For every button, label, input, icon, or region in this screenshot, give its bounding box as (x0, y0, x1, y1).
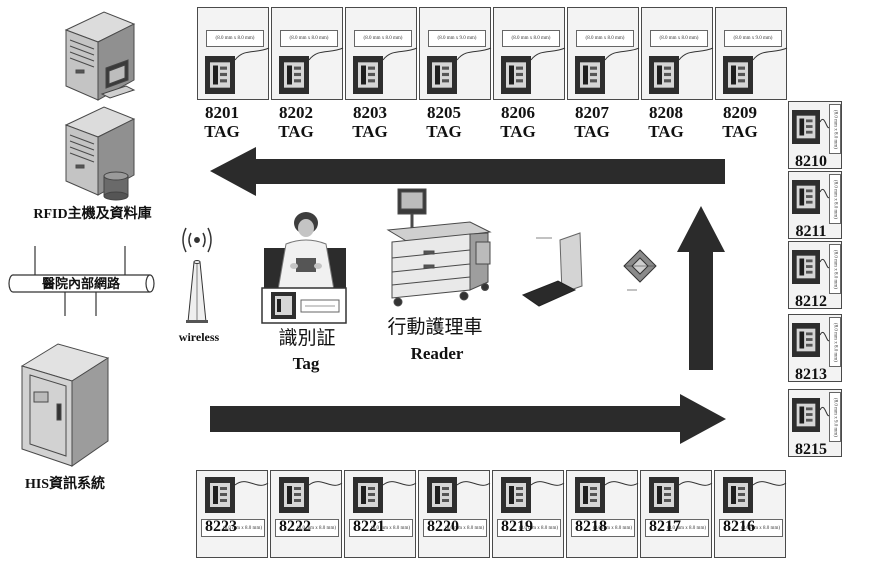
tag-label: TAG (198, 123, 246, 141)
room-number: 8220 (420, 518, 466, 536)
rfid-tag-icon (575, 477, 605, 513)
room-number: 8201 (198, 104, 246, 122)
room-number: 8209 (716, 104, 764, 122)
room-box: (8.0 mm x 8.0 mm) (714, 470, 786, 558)
rfid-tag-icon (575, 56, 605, 94)
room-number: 8223 (198, 518, 244, 536)
room-number: 8221 (346, 518, 392, 536)
tag-size-label: (8.0 mm x 8.0 mm) (829, 104, 841, 154)
room-number: 8208 (642, 104, 690, 122)
room-box: (8.0 mm x 9.0 mm) (715, 7, 787, 100)
tag-size-label: (8.0 mm x 8.0 mm) (206, 30, 264, 47)
rfid-tag-icon (792, 180, 820, 214)
rfid-tag-icon (205, 56, 235, 94)
tag-size-label: (8.0 mm x 8.0 mm) (280, 30, 338, 47)
room-number: 8213 (789, 366, 833, 384)
tag-size-label: (8.0 mm x 9.0 mm) (829, 392, 841, 442)
tag-label: TAG (494, 123, 542, 141)
rfid-tag-icon (279, 477, 309, 513)
room-box: (8.0 mm x 8.0 mm) (640, 470, 712, 558)
room-number: 8210 (789, 153, 833, 171)
arrow-up-icon (677, 206, 725, 370)
rfid-tag-icon (792, 250, 820, 284)
tag-chip-icon (624, 250, 656, 290)
tag-label: TAG (568, 123, 616, 141)
room-number: 8203 (346, 104, 394, 122)
his-label: HIS資訊系統 (8, 476, 122, 494)
rfid-tag-icon (792, 110, 820, 144)
rfid-tag-icon (723, 477, 753, 513)
rfid-tag-icon (427, 477, 457, 513)
room-box: (8.0 mm x 9.0 mm) (419, 7, 491, 100)
rfid-tag-icon (427, 56, 457, 94)
room-box: (8.0 mm x 8.0 mm) (345, 7, 417, 100)
room-number: 8202 (272, 104, 320, 122)
cart-label: 行動護理車 (368, 317, 502, 339)
badge-sublabel: Tag (276, 354, 336, 374)
tag-size-label: (8.0 mm x 8.0 mm) (829, 317, 841, 367)
cart-sublabel: Reader (398, 344, 476, 364)
room-number: 8206 (494, 104, 542, 122)
room-number: 8218 (568, 518, 614, 536)
room-number: 8205 (420, 104, 468, 122)
tag-label: TAG (420, 123, 468, 141)
room-number: 8222 (272, 518, 318, 536)
rfid-tag-icon (501, 56, 531, 94)
tag-label: TAG (272, 123, 320, 141)
room-number: 8207 (568, 104, 616, 122)
database-icon (104, 172, 128, 200)
room-box: (8.0 mm x 8.0 mm) (567, 7, 639, 100)
tag-label: TAG (642, 123, 690, 141)
room-number: 8216 (716, 518, 762, 536)
room-box: (8.0 mm x 8.0 mm) (196, 470, 268, 558)
id-badge-icon (262, 288, 346, 323)
rfid-tag-icon (353, 56, 383, 94)
tag-size-label: (8.0 mm x 8.0 mm) (650, 30, 708, 47)
server-label: RFID主機及資料庫 (20, 206, 165, 224)
rfid-tag-icon (792, 323, 820, 357)
rfid-tag-icon (649, 477, 679, 513)
tag-size-label: (8.0 mm x 8.0 mm) (829, 244, 841, 294)
room-box: (8.0 mm x 8.0 mm) (197, 7, 269, 100)
badge-label: 識別証 (265, 328, 349, 350)
wireless-label: wireless (163, 329, 235, 345)
rfid-tag-icon (279, 56, 309, 94)
room-box: (8.0 mm x 8.0 mm) (566, 470, 638, 558)
arrow-right-icon (210, 394, 726, 444)
tag-size-label: (8.0 mm x 8.0 mm) (576, 30, 634, 47)
tag-size-label: (8.0 mm x 8.0 mm) (502, 30, 560, 47)
room-box: (8.0 mm x 8.0 mm) (270, 470, 342, 558)
arrow-left-icon (210, 147, 725, 196)
rfid-tag-icon (792, 398, 820, 432)
nurse-photo (264, 212, 346, 290)
rfid-tag-icon (723, 56, 753, 94)
room-box: (8.0 mm x 8.0 mm) (271, 7, 343, 100)
cabinet-icon (22, 344, 108, 466)
nursing-cart-icon (388, 189, 490, 306)
rfid-tag-icon (205, 477, 235, 513)
reader-antenna-icon (523, 233, 582, 306)
room-box: (8.0 mm x 8.0 mm) (641, 7, 713, 100)
room-box: (8.0 mm x 8.0 mm) (344, 470, 416, 558)
room-box: (8.0 mm x 8.0 mm) (492, 470, 564, 558)
network-label: 醫院內部網路 (18, 275, 144, 292)
rfid-tag-icon (649, 56, 679, 94)
room-box: (8.0 mm x 8.0 mm) (418, 470, 490, 558)
rfid-tag-icon (501, 477, 531, 513)
tag-size-label: (8.0 mm x 9.0 mm) (428, 30, 486, 47)
tag-label: TAG (716, 123, 764, 141)
tag-size-label: (8.0 mm x 9.0 mm) (724, 30, 782, 47)
tag-size-label: (8.0 mm x 8.0 mm) (829, 174, 841, 224)
room-box: (8.0 mm x 8.0 mm) (493, 7, 565, 100)
room-number: 8217 (642, 518, 688, 536)
room-number: 8211 (789, 223, 833, 241)
antenna-icon (183, 228, 211, 323)
room-number: 8215 (789, 441, 833, 459)
room-number: 8212 (789, 293, 833, 311)
rfid-tag-icon (353, 477, 383, 513)
tag-label: TAG (346, 123, 394, 141)
room-number: 8219 (494, 518, 540, 536)
tag-size-label: (8.0 mm x 8.0 mm) (354, 30, 412, 47)
